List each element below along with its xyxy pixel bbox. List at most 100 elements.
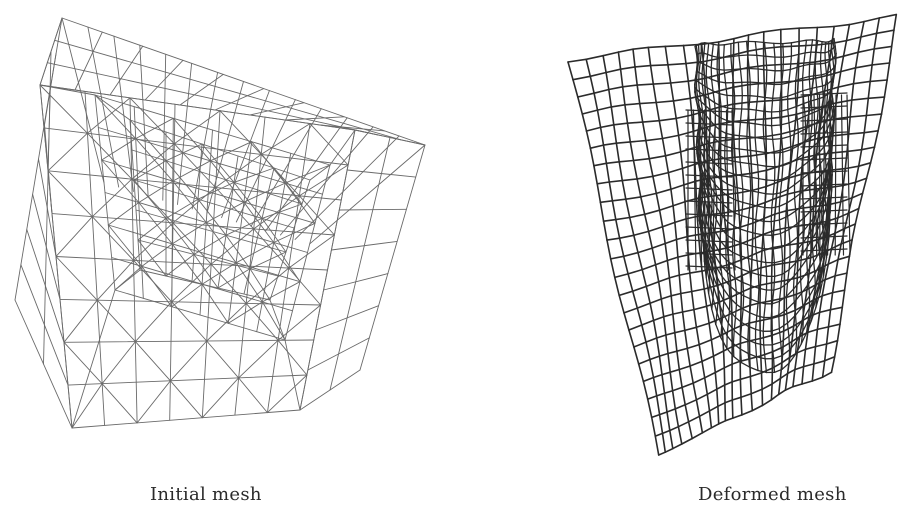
deformed-outer-hline (723, 363, 733, 369)
deformed-outer-hline (646, 395, 658, 400)
deformed-outer-hline (830, 150, 848, 154)
deformed-cavity-hline (793, 178, 803, 186)
deformed-cavity-vline (770, 330, 773, 346)
deformed-cavity-hline (793, 191, 803, 199)
deformed-cavity-vline (741, 81, 743, 97)
deformed-cavity-hline (826, 112, 831, 121)
deformed-outer-vline (873, 32, 878, 50)
deformed-outer-vline (641, 324, 647, 343)
deformed-outer-hline (784, 385, 794, 391)
initial-deep-diagonal (225, 217, 263, 236)
deformed-outer-vline (661, 373, 666, 395)
deformed-outer-vline (645, 139, 651, 160)
deformed-cavity-hline (795, 77, 804, 82)
deformed-cavity-hline (817, 107, 824, 112)
deformed-cavity-hline (713, 102, 722, 107)
deformed-outer-hline (669, 80, 690, 84)
deformed-cavity-hline (802, 88, 811, 92)
deformed-cavity-hline (772, 355, 783, 360)
initial-right-vline (359, 144, 426, 371)
deformed-cavity-hline (781, 242, 791, 248)
deformed-outer-hline (821, 291, 834, 297)
deformed-cavity-hline (813, 284, 820, 298)
deformed-outer-hline (621, 178, 638, 182)
deformed-cavity-hline (723, 300, 731, 312)
deformed-outer-vline (837, 243, 843, 261)
deformed-cavity-vline (754, 109, 757, 125)
deformed-outer-hline (701, 426, 713, 434)
deformed-cavity-hline (756, 260, 767, 264)
deformed-cavity-vline (810, 39, 814, 53)
deformed-cavity-hline (749, 95, 759, 98)
deformed-outer-vline (614, 276, 620, 297)
deformed-cavity-vline (747, 352, 751, 368)
deformed-outer-hline (602, 218, 617, 222)
deformed-outer-vline (701, 270, 705, 290)
deformed-cavity-vline (698, 81, 701, 93)
deformed-cavity-vline (718, 129, 722, 144)
deformed-outer-vline (831, 25, 835, 45)
deformed-cavity-hline (727, 107, 736, 110)
deformed-cavity-vline (754, 136, 757, 152)
deformed-outer-vline (857, 192, 864, 210)
deformed-cavity-vline (702, 94, 706, 107)
deformed-cavity-hline (807, 308, 814, 322)
deformed-cavity-hline (722, 288, 731, 299)
initial-front-diagonal (288, 267, 322, 306)
deformed-cavity-hline (721, 215, 729, 223)
deformed-cavity-vline (833, 37, 836, 47)
deformed-cavity-vline (796, 236, 799, 251)
deformed-outer-vline (804, 331, 809, 351)
deformed-outer-vline (636, 84, 641, 105)
deformed-outer-vline (661, 226, 666, 245)
deformed-cavity-vline (763, 344, 766, 360)
deformed-outer-hline (796, 348, 807, 354)
deformed-outer-hline (748, 355, 762, 360)
deformed-cavity-vline (792, 288, 795, 303)
deformed-outer-hline (669, 425, 680, 432)
deformed-cavity-hline (757, 164, 768, 167)
deformed-outer-vline (867, 80, 872, 100)
deformed-cavity-vline (749, 271, 752, 287)
deformed-outer-vline (670, 188, 674, 207)
deformed-outer-hline (567, 58, 588, 63)
deformed-outer-vline (645, 285, 651, 305)
deformed-cavity-vline (739, 348, 743, 364)
deformed-cavity-hline (781, 362, 790, 370)
deformed-cavity-vline (780, 70, 784, 85)
deformed-outer-vline (830, 232, 836, 250)
deformed-cavity-hline (789, 236, 799, 244)
deformed-outer-vline (772, 213, 776, 232)
deformed-cavity-hline (830, 67, 835, 72)
deformed-outer-vline (750, 392, 754, 412)
initial-top-fan (294, 135, 400, 240)
deformed-cavity-vline (786, 269, 790, 284)
deformed-cavity-hline (755, 109, 765, 112)
initial-deep-diagonal (137, 217, 167, 241)
deformed-cavity-vline (754, 40, 758, 56)
deformed-cavity-vline (732, 264, 736, 280)
deformed-outer-vline (672, 100, 677, 120)
deformed-cavity-hline (748, 217, 757, 221)
deformed-outer-vline (829, 291, 834, 311)
initial-front-diagonal (86, 97, 131, 134)
deformed-cavity-vline (708, 175, 712, 188)
deformed-cavity-vline (708, 219, 712, 233)
deformed-outer-hline (589, 144, 605, 149)
deformed-cavity-vline (832, 38, 835, 49)
deformed-outer-vline (677, 425, 683, 445)
deformed-outer-vline (610, 106, 615, 126)
deformed-cavity-hline (788, 79, 797, 84)
deformed-cavity-vline (794, 314, 798, 329)
deformed-outer-hline (804, 137, 819, 143)
deformed-cavity-vline (811, 249, 815, 263)
deformed-cavity-hline (696, 151, 699, 163)
deformed-cavity-vline (804, 39, 808, 54)
deformed-outer-vline (703, 376, 709, 396)
deformed-outer-hline (664, 151, 682, 157)
deformed-outer-hline (675, 235, 688, 241)
deformed-outer-vline (875, 17, 881, 35)
deformed-outer-vline (625, 198, 631, 219)
deformed-outer-hline (875, 29, 895, 35)
deformed-outer-hline (750, 388, 763, 395)
